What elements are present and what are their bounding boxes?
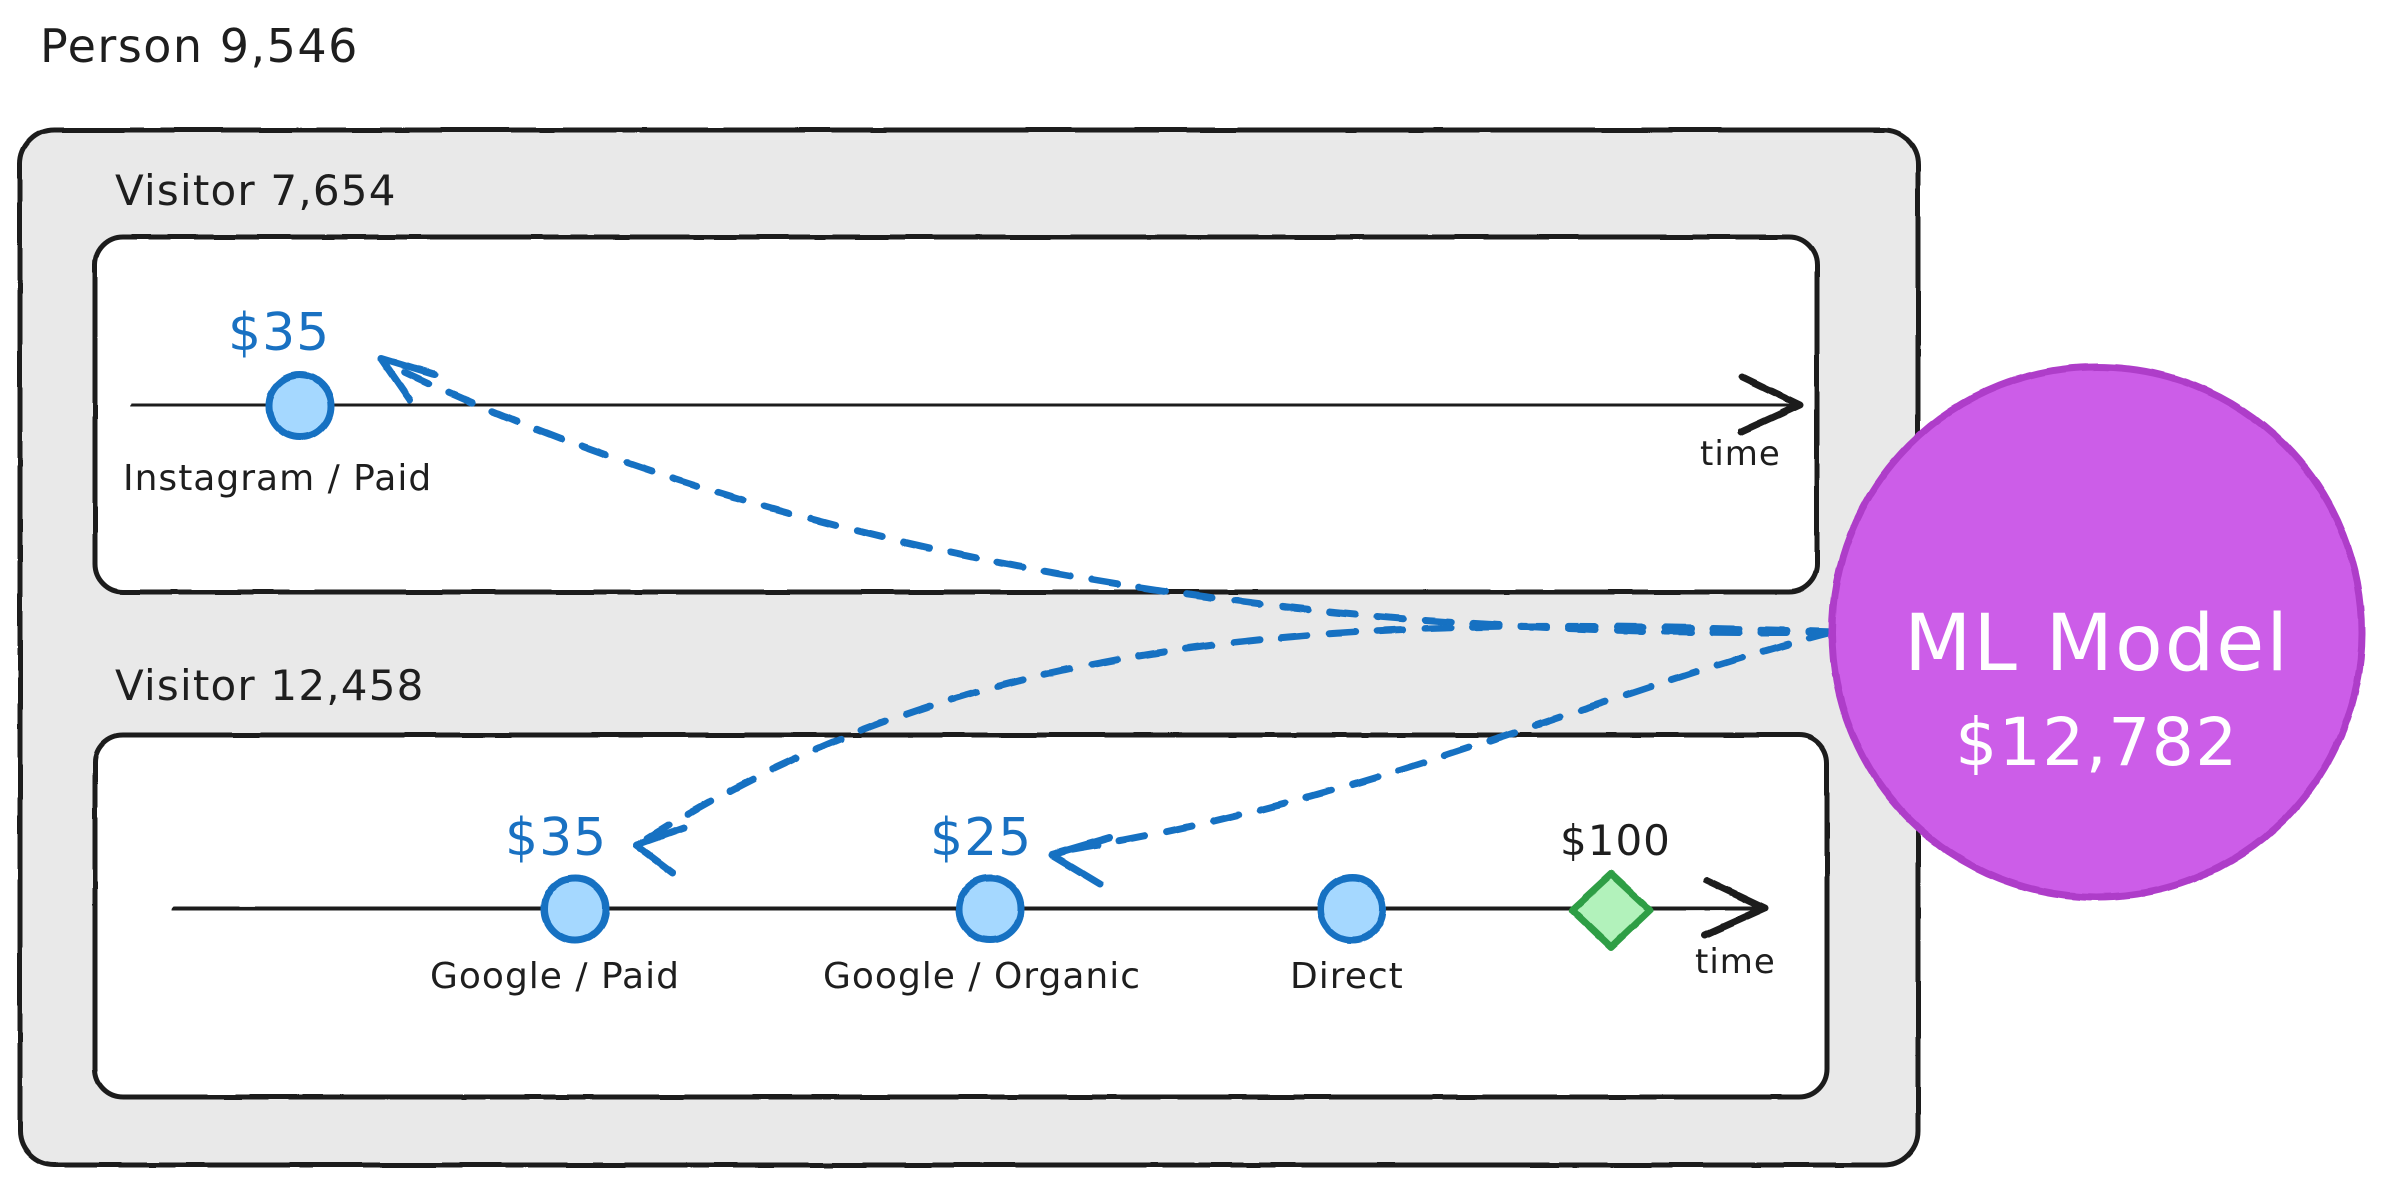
visitor-1-box	[92, 234, 1820, 595]
touchpoint-google-organic[interactable]	[955, 874, 1025, 944]
conversion-value: $100	[1560, 816, 1671, 865]
conversion-diamond[interactable]	[1568, 870, 1654, 951]
visitor-1-timeline-axis	[129, 373, 1804, 436]
touchpoint-google-organic-value: $25	[930, 808, 1032, 868]
person-title: Person 9,546	[40, 19, 359, 73]
touchpoint-instagram-paid-label: Instagram / Paid	[123, 458, 432, 499]
ml-model-title: ML Model	[1904, 599, 2290, 689]
attribution-arrow-google-paid	[632, 622, 1839, 877]
touchpoint-instagram-paid[interactable]	[265, 371, 335, 441]
touchpoint-google-paid[interactable]	[540, 874, 610, 944]
touchpoint-google-organic-label: Google / Organic	[823, 956, 1141, 997]
ml-model-node[interactable]	[1828, 363, 2366, 901]
attribution-arrows	[377, 354, 1839, 888]
visitor-1-time-label: time	[1700, 434, 1781, 474]
touchpoint-direct-label: Direct	[1290, 956, 1404, 997]
visitor-2-label: Visitor 12,458	[115, 661, 425, 710]
visitor-1-label: Visitor 7,654	[115, 166, 397, 215]
touchpoint-instagram-paid-value: $35	[228, 303, 330, 363]
ml-model-value: $12,782	[1955, 704, 2238, 781]
touchpoint-google-paid-label: Google / Paid	[430, 956, 680, 997]
touchpoint-google-paid-value: $35	[505, 808, 607, 868]
visitor-2-time-label: time	[1695, 942, 1776, 982]
attribution-arrow-instagram-paid	[377, 354, 1839, 637]
attribution-arrow-google-organic	[1048, 628, 1839, 888]
touchpoint-direct[interactable]	[1317, 874, 1387, 944]
